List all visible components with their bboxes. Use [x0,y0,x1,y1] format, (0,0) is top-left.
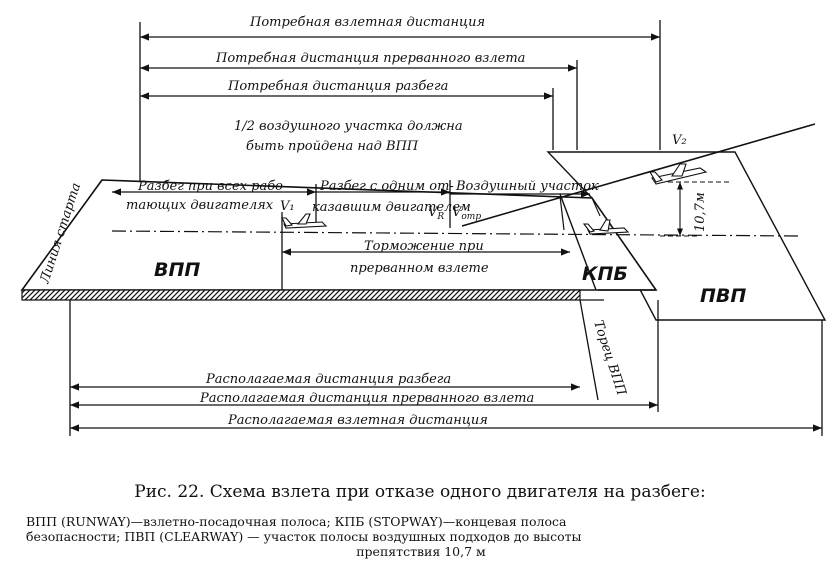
stopway-label: КПБ [582,263,628,285]
available-dimensions [69,300,823,436]
legend-line-3: препятствия 10,7 м [356,544,486,559]
aircraft-on-runway [281,213,328,229]
figure-caption-legend: ВПП (RUNWAY)—взлетно-посадочная полоса; … [26,514,816,559]
height-value-label: 10,7м [693,192,708,232]
one-engine-run-line1: Разбег с одним от- [319,179,454,194]
required-takeoff-distance-label: Потребная взлетная дистанция [249,15,485,30]
aircraft-on-stopway [582,219,630,235]
required-takeoff-run-label: Потребная дистанция разбега [227,79,448,94]
available-takeoff-run-label: Располагаемая дистанция разбега [205,372,451,387]
all-engines-run-line2: тающих двигателях [126,198,274,213]
available-accelerate-stop-label: Располагаемая дистанция прерванного взле… [199,391,534,406]
runway-centerline [111,230,801,237]
required-accelerate-stop-label: Потребная дистанция прерванного взлета [215,51,525,66]
runway-edge-hatched [21,289,581,301]
figure-caption-title: Рис. 22. Схема взлета при отказе одного … [134,482,706,502]
v1-label: V₁ [280,199,295,214]
obstacle-height-dimension [660,181,732,237]
runway-label: ВПП [154,259,200,281]
one-engine-run-line2: казавшим двигателем [312,200,471,215]
vloff-label: Vотр [452,205,481,222]
braking-line1: Торможение при [364,239,484,254]
air-segment-label: Воздушный участок [455,179,599,194]
available-takeoff-distance-label: Располагаемая взлетная дистанция [227,413,488,428]
clearway-label: ПВП [700,285,746,307]
legend-line-1: ВПП (RUNWAY)—взлетно-посадочная полоса; … [26,514,567,529]
vr-label: VR [428,205,444,222]
all-engines-run-line1: Разбег при всех рабо- [137,179,287,194]
required-dimensions [139,20,661,182]
v2-label: V₂ [672,133,687,148]
half-air-segment-line2: быть пройдена над ВПП [246,139,419,154]
aircraft-airborne [649,163,708,185]
takeoff-flight-path [461,123,816,227]
legend-line-2: безопасности; ПВП (CLEARWAY) — участок п… [26,529,582,544]
braking-line2: прерванном взлете [350,261,489,276]
half-air-segment-line1: 1/2 воздушного участка должна [234,119,463,134]
